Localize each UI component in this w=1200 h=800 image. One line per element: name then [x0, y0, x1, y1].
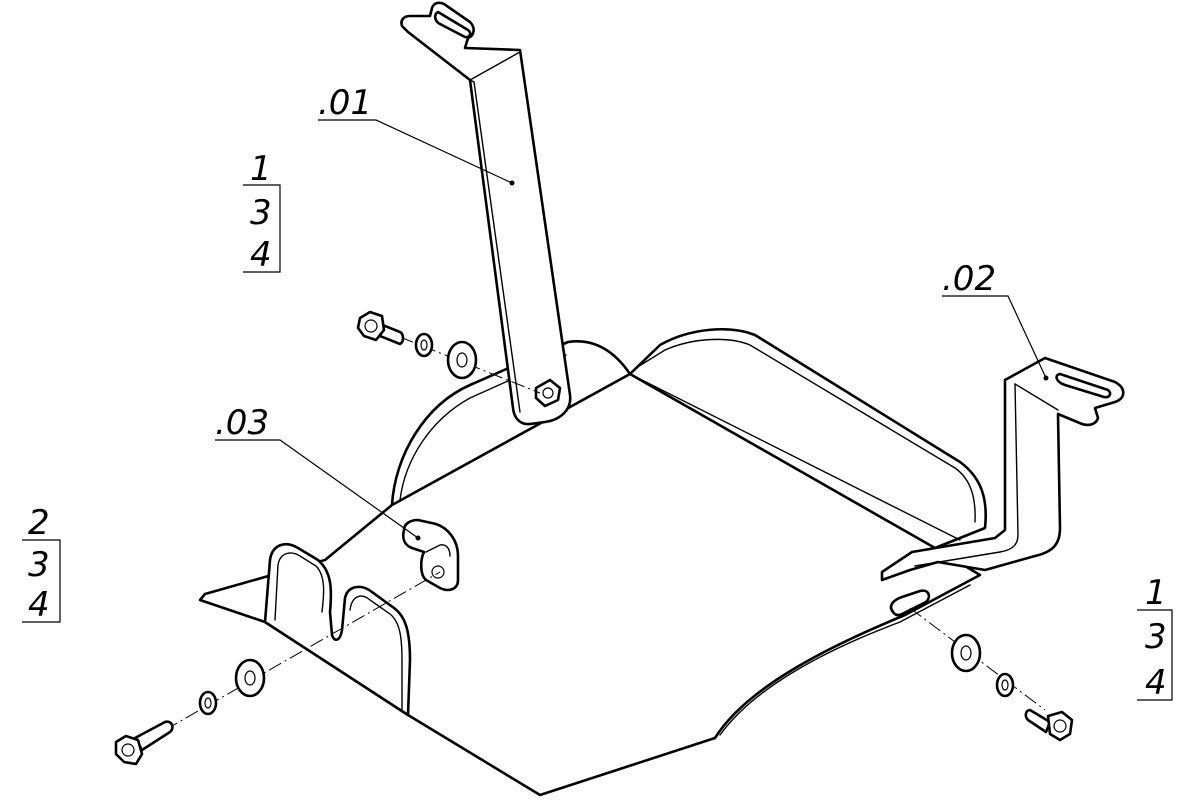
leader-lower-left [22, 539, 61, 623]
bracket-01-top-fold [469, 51, 521, 81]
lock-washer-lower-left [198, 690, 218, 716]
callout-right-3: 4 [1145, 663, 1167, 703]
callout-lower-left-2: 3 [28, 545, 50, 585]
leader-upper-left [243, 184, 281, 273]
fastener-stack-lower-left [114, 571, 441, 766]
callout-right-1: 1 [1145, 573, 1167, 613]
callout-upper-left-1: 1 [250, 149, 272, 189]
bracket-03-fold [425, 544, 451, 557]
bolt-upper-left-head [356, 310, 386, 342]
skid-plate-bend-line [391, 373, 961, 541]
bolt-right [1024, 708, 1052, 734]
lock-washer-hole-lower [204, 697, 212, 709]
flat-washer-hole-right [960, 645, 972, 661]
mounting-ear [263, 543, 412, 717]
skid-plate-flange-edge [399, 354, 567, 501]
mounting-ear-inner-edge [274, 552, 325, 621]
bracket-01 [400, 1, 572, 426]
lock-washer-upper-left [414, 332, 434, 358]
bracket-02-slot [1055, 372, 1112, 399]
leader-01-dot [509, 180, 515, 186]
bolt-lower-left-head [114, 734, 144, 766]
leader-right [1137, 609, 1173, 701]
bolt-head-detail [364, 319, 378, 333]
bracket-02-fold [914, 383, 1019, 567]
bracket-01-edge [469, 79, 521, 413]
callout-part-03: .03 [215, 403, 269, 443]
bracket-02-body [880, 356, 1125, 582]
skid-plate-front-edge [719, 584, 971, 736]
bracket-03-hole [431, 565, 445, 579]
callout-upper-left-2: 3 [250, 193, 272, 233]
leader-02 [942, 295, 1047, 379]
bolt-head-detail-right [1053, 719, 1067, 733]
mounting-ear-inner-edge-2 [349, 595, 403, 711]
lock-washer-hole [420, 339, 428, 351]
leader-03-dot [415, 535, 421, 541]
flat-washer-hole-lower [244, 670, 256, 686]
lock-washer-right [995, 672, 1015, 698]
skid-plate-flange-edge-right [635, 338, 976, 523]
leader-02-dot [1043, 375, 1049, 381]
callout-lower-left-1: 2 [28, 503, 50, 543]
flat-washer-hole [456, 352, 468, 368]
fastener-stack-right [909, 607, 1074, 742]
leader-01 [318, 119, 513, 184]
callout-part-01: .01 [318, 83, 372, 123]
fastener-stack-upper-left [356, 310, 541, 394]
callout-labels: .01 .02 .03 1 3 4 2 3 4 1 3 4 [28, 83, 1167, 703]
leader-03 [215, 439, 419, 539]
callout-right-2: 3 [1145, 617, 1167, 657]
bracket-02 [880, 356, 1125, 582]
callout-upper-left-3: 4 [250, 235, 272, 275]
callout-lower-left-3: 4 [28, 585, 50, 625]
bracket-01-nut-hole [542, 387, 554, 399]
flat-washer-lower-left [234, 658, 266, 698]
bracket-01-body [400, 1, 572, 426]
flat-washer-right [950, 633, 982, 673]
bolt-upper-left [378, 322, 405, 346]
bracket-01-nut [534, 378, 562, 408]
lock-washer-hole-right [1001, 679, 1009, 691]
bolt-head-detail-lower [121, 743, 135, 757]
left-mounting-ear [263, 543, 412, 717]
bolt-lower-left [133, 720, 174, 752]
bracket-01-slot [433, 10, 472, 39]
bracket-02-top-fold [1014, 383, 1059, 411]
mounting-slot [889, 589, 931, 617]
flat-washer-upper-left [446, 340, 478, 380]
leader-lines [22, 119, 1173, 701]
bolt-right-head [1046, 710, 1074, 742]
callout-part-02: .02 [942, 259, 996, 299]
